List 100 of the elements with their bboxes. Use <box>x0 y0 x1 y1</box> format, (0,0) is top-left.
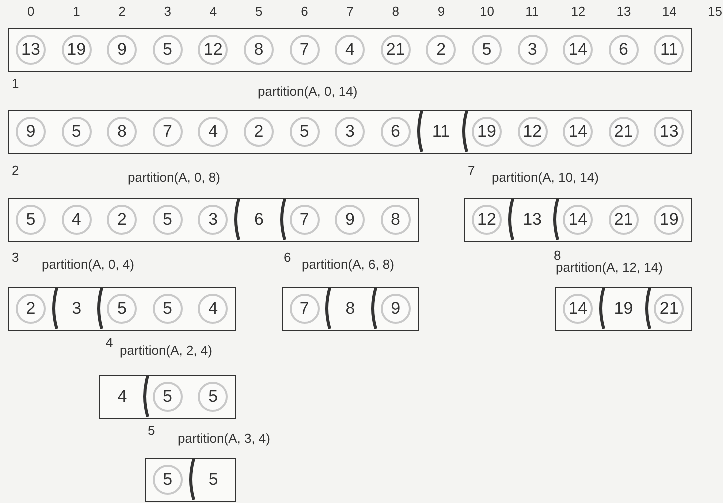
step-number: 5 <box>148 423 156 438</box>
number-circle: 4 <box>62 205 92 235</box>
number-circle: 5 <box>290 117 320 147</box>
index-number: 3 <box>164 4 172 19</box>
number-circle: 5 <box>198 382 228 412</box>
number-circle: 6 <box>380 117 411 147</box>
step-number: 7 <box>468 163 476 178</box>
index-number: 14 <box>662 4 677 19</box>
number-circle: 14 <box>563 117 594 147</box>
pivot-number: 4 <box>118 387 128 407</box>
array-box <box>145 458 236 502</box>
pivot-number: 6 <box>254 210 264 230</box>
number-circle: 19 <box>654 205 684 235</box>
number-circle: 13 <box>16 35 46 65</box>
number-circle: 5 <box>152 294 183 324</box>
index-number: 4 <box>210 4 218 19</box>
pivot-number: 8 <box>346 299 356 319</box>
number-circle: 2 <box>107 205 138 235</box>
number-circle: 2 <box>244 117 274 147</box>
pivot-number: 13 <box>523 210 542 230</box>
number-circle: 12 <box>198 35 228 65</box>
number-circle: 5 <box>107 294 138 324</box>
call-label: partition(A, 3, 4) <box>178 431 270 446</box>
number-circle: 5 <box>152 465 183 495</box>
number-circle: 6 <box>608 35 639 65</box>
number-circle: 21 <box>608 205 639 235</box>
number-circle: 13 <box>654 117 684 147</box>
number-circle: 21 <box>380 35 411 65</box>
number-circle: 9 <box>107 35 138 65</box>
number-circle: 2 <box>16 294 46 324</box>
call-label: partition(A, 6, 8) <box>302 257 394 272</box>
index-number: 11 <box>526 4 540 19</box>
index-number: 7 <box>346 4 354 19</box>
array-box <box>8 287 236 331</box>
number-circle: 8 <box>107 117 138 147</box>
step-number: 3 <box>12 250 20 265</box>
index-number: 9 <box>438 4 446 19</box>
step-number: 4 <box>106 335 114 350</box>
array-box <box>282 287 419 331</box>
pivot-number: 11 <box>432 122 450 142</box>
index-number: 12 <box>571 4 586 19</box>
number-circle: 21 <box>608 117 639 147</box>
number-circle: 5 <box>152 205 183 235</box>
number-circle: 11 <box>654 35 684 65</box>
number-circle: 7 <box>152 117 183 147</box>
index-number: 6 <box>301 4 308 19</box>
pivot-number: 19 <box>614 299 634 319</box>
pivot-number: 5 <box>208 470 218 490</box>
number-circle: 21 <box>654 294 684 324</box>
number-circle: 7 <box>290 35 320 65</box>
number-circle: 8 <box>244 35 274 65</box>
number-circle: 2 <box>426 35 456 65</box>
step-number: 6 <box>284 250 292 265</box>
step-number: 1 <box>12 76 20 91</box>
index-number: 5 <box>256 4 263 19</box>
array-box <box>555 287 692 331</box>
call-label: partition(A, 12, 14) <box>556 260 663 275</box>
number-circle: 3 <box>518 35 548 65</box>
call-label: partition(A, 2, 4) <box>120 343 212 358</box>
number-circle: 12 <box>518 117 548 147</box>
number-circle: 5 <box>472 35 502 65</box>
number-circle: 4 <box>198 117 228 147</box>
array-box <box>8 110 692 154</box>
number-circle: 5 <box>62 117 92 147</box>
array-box <box>464 198 692 242</box>
number-circle: 9 <box>380 294 411 324</box>
number-circle: 5 <box>152 35 183 65</box>
number-circle: 8 <box>380 205 411 235</box>
call-label: partition(A, 10, 14) <box>492 170 599 185</box>
number-circle: 3 <box>335 117 366 147</box>
step-number: 8 <box>554 248 562 263</box>
index-number: 1 <box>73 4 80 19</box>
number-circle: 12 <box>472 205 502 235</box>
number-circle: 3 <box>198 205 228 235</box>
number-circle: 4 <box>198 294 228 324</box>
number-circle: 14 <box>563 35 594 65</box>
index-number: 10 <box>480 4 494 19</box>
number-circle: 4 <box>335 35 366 65</box>
index-number: 8 <box>392 4 400 19</box>
step-number: 2 <box>12 163 20 178</box>
pivot-number: 3 <box>72 299 82 319</box>
index-number: 2 <box>118 4 126 19</box>
array-box <box>8 198 419 242</box>
call-label: partition(A, 0, 4) <box>42 257 134 272</box>
number-circle: 7 <box>290 294 320 324</box>
call-label: partition(A, 0, 14) <box>258 84 358 99</box>
number-circle: 19 <box>62 35 92 65</box>
index-number: 0 <box>28 4 35 19</box>
index-number: 15 <box>708 4 722 19</box>
number-circle: 14 <box>563 205 594 235</box>
call-label: partition(A, 0, 8) <box>128 170 220 185</box>
array-box <box>99 375 236 419</box>
number-circle: 7 <box>290 205 320 235</box>
number-circle: 5 <box>16 205 46 235</box>
number-circle: 9 <box>335 205 366 235</box>
index-number: 13 <box>616 4 632 19</box>
number-circle: 9 <box>16 117 46 147</box>
number-circle: 5 <box>152 382 183 412</box>
number-circle: 14 <box>563 294 594 324</box>
array-box <box>8 28 692 72</box>
